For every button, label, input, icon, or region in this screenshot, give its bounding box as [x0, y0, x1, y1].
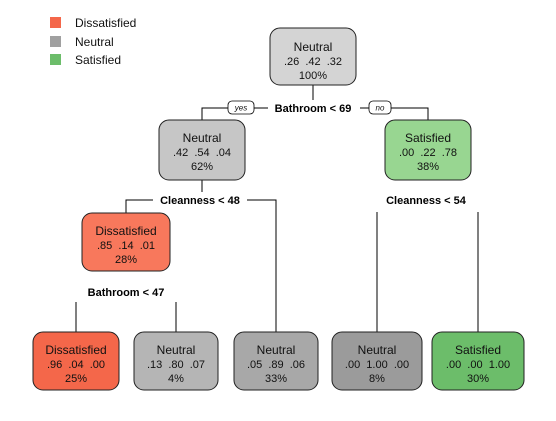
node-n4: Dissatisfied .85 .14 .01 28% — [81, 212, 171, 272]
legend-swatch-neutral — [50, 36, 61, 47]
node-n2-probs: .42 .54 .04 — [173, 147, 231, 159]
node-n3: Satisfied .00 .22 .78 38% — [384, 119, 472, 181]
legend-swatch-dissatisfied — [50, 17, 61, 28]
node-n8-pct: 25% — [65, 373, 87, 385]
node-root-pct: 100% — [299, 70, 327, 82]
branch-yes-tag — [227, 100, 255, 115]
edge-n2-right — [202, 199, 277, 332]
node-n5-class: Neutral — [257, 343, 296, 357]
node-n6-pct: 8% — [369, 373, 385, 385]
legend-swatch-satisfied — [50, 54, 61, 65]
legend-item-satisfied: Satisfied — [50, 53, 121, 67]
node-n2-pct: 62% — [191, 161, 213, 173]
node-n6-probs: .00 1.00 .00 — [345, 359, 409, 371]
node-n3-pct: 38% — [417, 161, 439, 173]
node-root-probs: .26 .42 .32 — [284, 56, 342, 68]
branch-no-tag — [368, 100, 392, 115]
node-n2: Neutral .42 .54 .04 62% — [158, 119, 246, 181]
node-n7: Satisfied .00 .00 1.00 30% — [431, 331, 525, 391]
node-n4-pct: 28% — [115, 254, 137, 266]
node-n8-probs: .96 .04 .00 — [47, 359, 105, 371]
legend-item-dissatisfied: Dissatisfied — [50, 16, 136, 30]
node-n8-class: Dissatisfied — [45, 343, 106, 357]
split-label-left: Cleanness < 48 — [160, 195, 240, 207]
branch-tags: yes no — [227, 100, 392, 115]
node-n2-class: Neutral — [183, 131, 222, 145]
edge-root-left — [201, 85, 314, 120]
node-n9-probs: .13 .80 .07 — [147, 359, 205, 371]
node-n5-pct: 33% — [265, 373, 287, 385]
node-n7-pct: 30% — [467, 373, 489, 385]
legend-label-satisfied: Satisfied — [75, 53, 121, 67]
legend: Dissatisfied Neutral Satisfied — [50, 16, 136, 67]
split-label-right: Cleanness < 54 — [386, 195, 467, 207]
node-n9: Neutral .13 .80 .07 4% — [133, 331, 219, 391]
legend-item-neutral: Neutral — [50, 35, 114, 49]
node-n5: Neutral .05 .89 .06 33% — [233, 331, 319, 391]
node-n5-probs: .05 .89 .06 — [247, 359, 305, 371]
branch-yes-label: yes — [234, 104, 247, 113]
node-n3-probs: .00 .22 .78 — [399, 147, 457, 159]
node-n8: Dissatisfied .96 .04 .00 25% — [32, 331, 120, 391]
node-n7-class: Satisfied — [455, 343, 501, 357]
legend-label-neutral: Neutral — [75, 35, 114, 49]
node-n7-probs: .00 .00 1.00 — [446, 359, 510, 371]
branch-no-label: no — [376, 104, 385, 113]
node-n9-pct: 4% — [168, 373, 184, 385]
node-n4-probs: .85 .14 .01 — [97, 240, 155, 252]
node-n6-class: Neutral — [358, 343, 397, 357]
node-root-class: Neutral — [294, 40, 333, 54]
node-n6: Neutral .00 1.00 .00 8% — [331, 331, 423, 391]
split-labels: Bathroom < 69 Cleanness < 48 Cleanness <… — [80, 100, 473, 300]
legend-label-dissatisfied: Dissatisfied — [75, 16, 136, 30]
node-n9-class: Neutral — [157, 343, 196, 357]
node-n4-class: Dissatisfied — [95, 224, 156, 238]
node-n3-class: Satisfied — [405, 131, 451, 145]
split-label-root: Bathroom < 69 — [275, 103, 352, 115]
split-label-left-left: Bathroom < 47 — [88, 287, 165, 299]
node-root: Neutral .26 .42 .32 100% — [269, 27, 357, 86]
